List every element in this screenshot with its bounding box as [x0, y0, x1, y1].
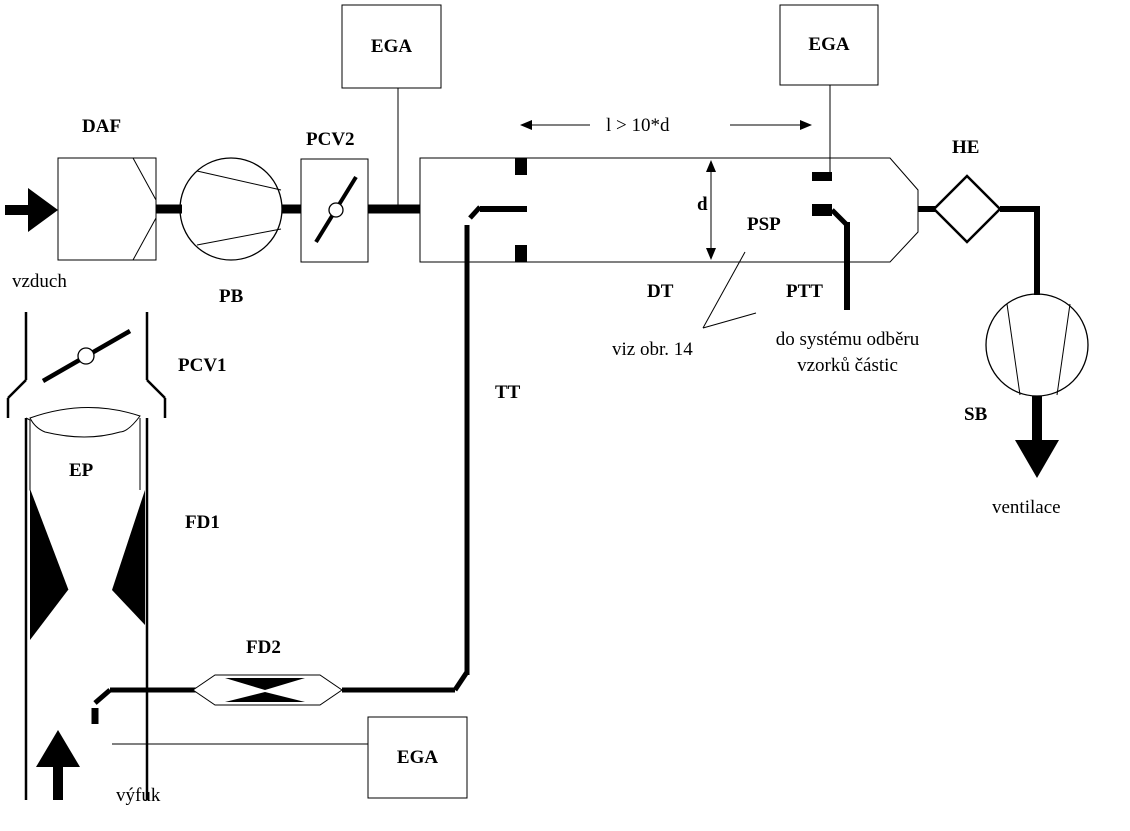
ega-bottom-box	[367, 716, 468, 799]
dt-label: DT	[647, 281, 674, 302]
daf-label: DAF	[82, 116, 122, 137]
length-rule-label: l > 10*d	[606, 115, 670, 136]
fd2-device	[192, 674, 343, 706]
he-label: HE	[952, 137, 980, 158]
ega-top-left-label: EGA	[370, 35, 413, 57]
ep-label: EP	[69, 460, 94, 481]
ventilace-label: ventilace	[992, 497, 1061, 518]
pcv2-valve	[300, 158, 369, 263]
he-heat-exchanger	[932, 174, 1002, 244]
sb-blower	[985, 293, 1089, 397]
ventilation-arrow	[1015, 396, 1059, 478]
pcv2-label: PCV2	[306, 129, 355, 150]
viz-obr-label: viz obr. 14	[612, 339, 693, 360]
ptt-label: PTT	[786, 281, 823, 302]
daf-filter	[57, 157, 157, 261]
ega-top-right-label: EGA	[808, 34, 850, 55]
ega-top-left-box	[341, 4, 442, 89]
vzduch-label: vzduch	[12, 271, 67, 292]
air-inlet-arrow	[5, 188, 58, 232]
diameter-dimension	[706, 160, 716, 260]
odber-line1: do systému odběru	[775, 329, 920, 350]
exhaust-inflow-arrow	[36, 730, 80, 800]
pb-label: PB	[219, 286, 244, 307]
pb-pump	[179, 157, 283, 261]
pcv1-label: PCV1	[178, 355, 227, 376]
fd1-label: FD1	[185, 512, 220, 533]
vyfuk-label: výfuk	[116, 785, 161, 806]
ega-bottom-label: EGA	[396, 746, 439, 768]
fd2-label: FD2	[246, 637, 281, 658]
sb-label: SB	[964, 404, 988, 425]
dilution-tunnel	[419, 157, 919, 263]
tt-label: TT	[495, 382, 521, 403]
psp-label: PSP	[747, 214, 781, 235]
exhaust-pipe	[6, 312, 167, 800]
ega-top-right-box	[779, 4, 879, 86]
length-rule-arrows	[520, 120, 812, 130]
d-label: d	[697, 194, 708, 215]
odber-line2: vzorků částic	[797, 355, 898, 376]
